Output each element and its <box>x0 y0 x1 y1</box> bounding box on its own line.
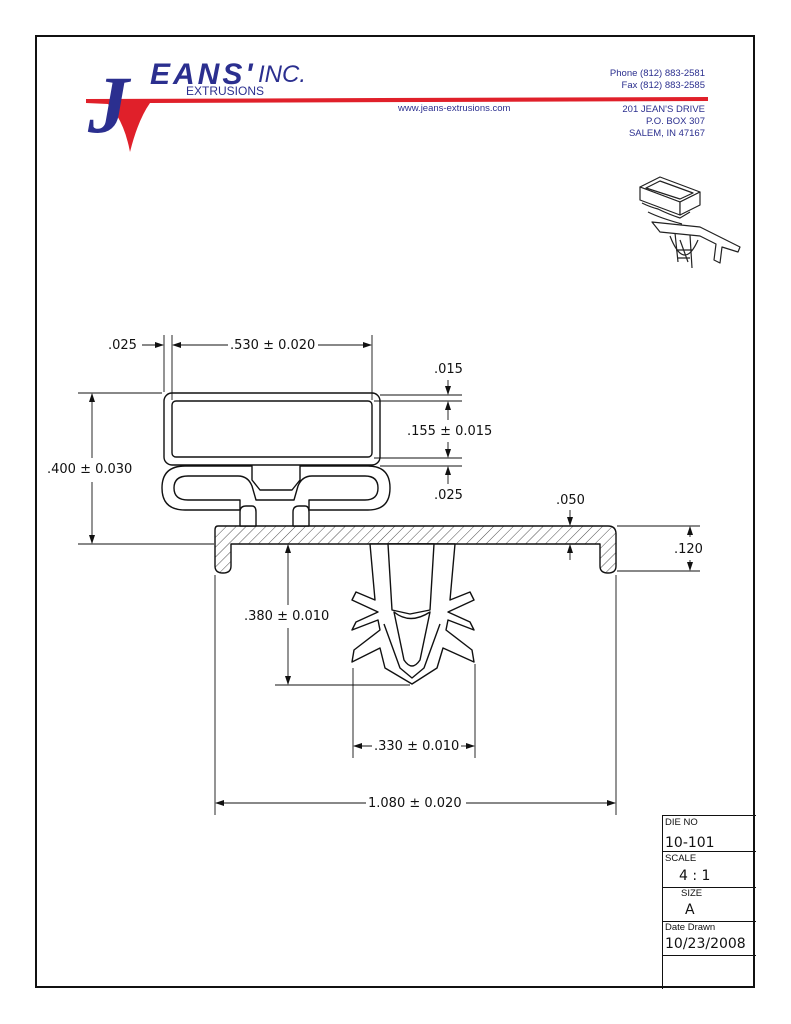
dim-bulb-wall: .015 <box>432 362 465 377</box>
size-value: A <box>685 902 695 918</box>
dim-dart-width: .330 ± 0.010 <box>372 739 462 754</box>
phone-number: Phone (812) 883-2581 <box>609 68 705 79</box>
die-no-label: DIE NO <box>665 817 698 828</box>
title-block: DIE NO 10-101 SCALE 4 : 1 SIZE A Date Dr… <box>662 815 756 989</box>
dim-overall-width: 1.080 ± 0.020 <box>366 796 464 811</box>
date-label: Date Drawn <box>665 922 716 933</box>
die-no-value: 10-101 <box>665 835 715 851</box>
drawing-border <box>35 35 755 988</box>
scale-value: 4 : 1 <box>679 868 711 884</box>
contact-phone-fax: Phone (812) 883-2581 Fax (812) 883-2585 <box>560 68 705 92</box>
dim-bulb-height: .155 ± 0.015 <box>405 424 495 439</box>
logo-letter-j: J <box>87 59 132 150</box>
dim-flange-thickness: .050 <box>554 493 587 508</box>
scale-cell: SCALE 4 : 1 <box>663 852 756 888</box>
profile-cross-section <box>161 392 617 685</box>
date-value: 10/23/2008 <box>665 936 746 952</box>
address-line-1: 201 JEAN'S DRIVE <box>622 104 705 115</box>
isometric-thumbnail <box>639 176 741 269</box>
fax-number: Fax (812) 883-2585 <box>621 80 705 91</box>
dim-overall-height: .400 ± 0.030 <box>45 462 135 477</box>
company-logo: J EANS' INC. EXTRUSIONS <box>86 58 708 152</box>
logo-subtitle: EXTRUSIONS <box>186 84 264 98</box>
logo-word: EANS' <box>150 58 255 91</box>
dim-top-wall: .025 <box>106 338 139 353</box>
dimension-arrowheads <box>89 342 693 806</box>
date-cell: Date Drawn 10/23/2008 <box>663 922 756 956</box>
mailing-address: 201 JEAN'S DRIVE P.O. BOX 307 SALEM, IN … <box>560 104 705 140</box>
logo-red-swoosh <box>86 97 708 152</box>
website-link[interactable]: www.jeans-extrusions.com <box>398 103 511 114</box>
lower-bulb <box>161 465 391 511</box>
address-line-3: SALEM, IN 47167 <box>628 128 705 139</box>
dim-lip-height: .120 <box>672 542 705 557</box>
address-line-2: P.O. BOX 307 <box>646 116 705 127</box>
size-label: SIZE <box>681 888 703 899</box>
connector-neck <box>239 505 257 527</box>
logo-inc: INC. <box>258 61 306 88</box>
scale-label: SCALE <box>665 853 697 864</box>
dim-bulb-gap: .025 <box>432 488 465 503</box>
dim-dart-height: .380 ± 0.010 <box>242 609 332 624</box>
dim-bulb-width: .530 ± 0.020 <box>228 338 318 353</box>
base-flange <box>214 525 617 574</box>
size-cell: SIZE A <box>663 888 756 922</box>
die-no-cell: DIE NO 10-101 <box>663 816 756 852</box>
dart-inner <box>387 543 435 615</box>
